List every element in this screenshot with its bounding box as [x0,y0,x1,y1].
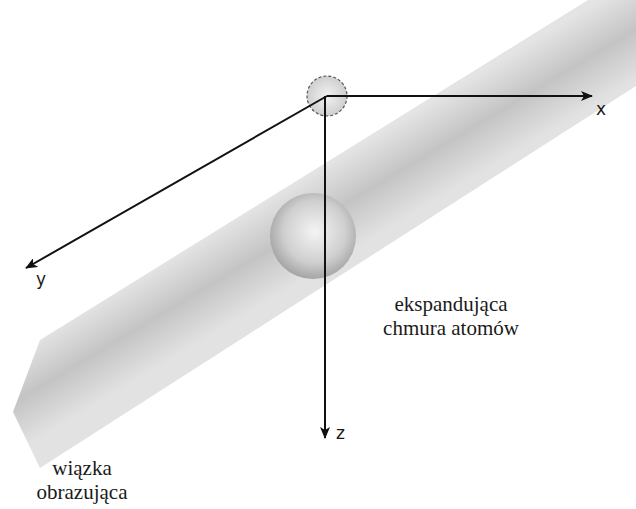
axis-label: z [336,424,345,444]
imaging-beam [13,0,636,468]
cloud-label: ekspandująca chmura atomów [376,292,526,340]
beam-label: wiązka obrazująca [32,456,132,504]
x-axis [327,95,592,97]
z-axis [324,96,326,438]
atom-cloud [270,193,356,279]
axis-label: y [36,270,46,290]
y-axis [26,96,327,268]
axis-label: x [596,100,606,120]
